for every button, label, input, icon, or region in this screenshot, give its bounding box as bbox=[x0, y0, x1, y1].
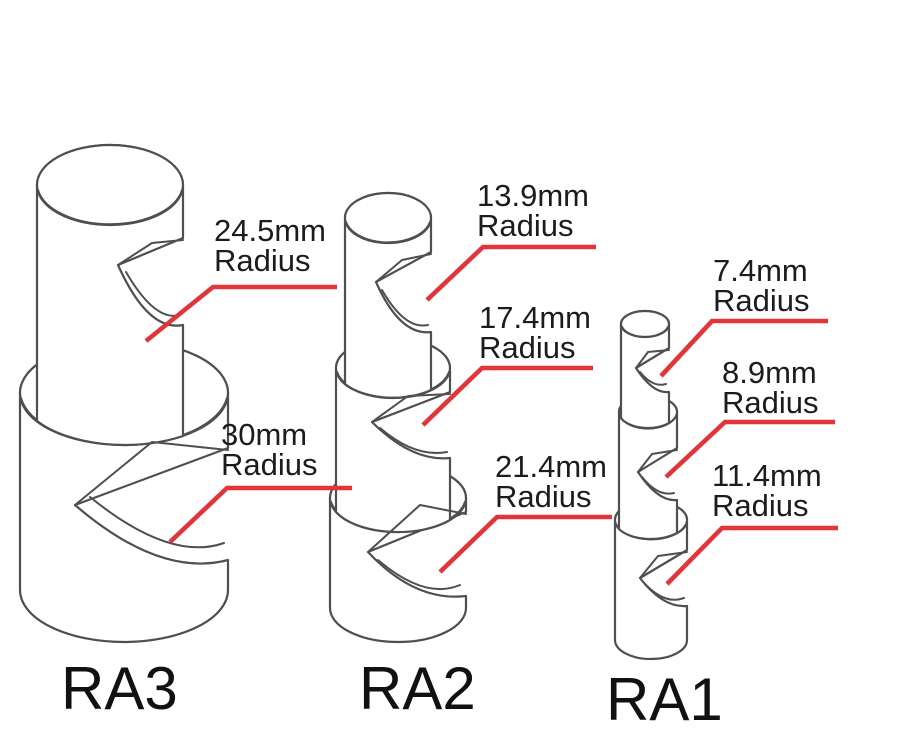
leader-24-5mm bbox=[144, 284, 337, 343]
radius-value: 7.4mm bbox=[713, 253, 808, 288]
ra3-top-notch-face bbox=[117, 239, 184, 266]
tool-label-ra2: RA2 bbox=[359, 655, 476, 722]
ra1-top-lip bbox=[621, 326, 669, 338]
radius-value: 30mm bbox=[221, 417, 308, 452]
leader-7-4mm bbox=[659, 318, 828, 378]
tool-label-ra3: RA3 bbox=[61, 655, 178, 722]
annotation-13-9mm: 13.9mm Radius bbox=[477, 178, 589, 243]
ra2-top-lip bbox=[345, 221, 431, 244]
radius-value: 13.9mm bbox=[477, 178, 589, 213]
leader-8-9mm bbox=[664, 419, 835, 479]
radius-label: Radius bbox=[713, 283, 810, 318]
radius-label: Radius bbox=[722, 385, 819, 420]
ra2-top-notch-groove bbox=[381, 289, 429, 327]
radius-label: Radius bbox=[479, 330, 576, 365]
ra1-top-notch-groove bbox=[639, 371, 667, 386]
annotation-17-4mm: 17.4mm Radius bbox=[479, 300, 591, 365]
ra1-top-notch-face bbox=[635, 349, 670, 369]
leader-11-4mm bbox=[665, 525, 838, 586]
annotation-21-4mm: 21.4mm Radius bbox=[495, 449, 607, 514]
radius-value: 21.4mm bbox=[495, 449, 607, 484]
ra1-middle-notch-groove bbox=[641, 476, 675, 495]
ra1-middle-notch-face bbox=[637, 449, 678, 473]
radius-label: Radius bbox=[477, 208, 574, 243]
ra1-bottom-notch-groove bbox=[644, 583, 685, 601]
radius-label: Radius bbox=[221, 447, 318, 482]
radius-label: Radius bbox=[712, 488, 809, 523]
ra2-bottom-notch-groove bbox=[377, 559, 461, 591]
leader-lines bbox=[144, 244, 838, 586]
ra1-drawing bbox=[613, 309, 689, 661]
leader-13-9mm bbox=[425, 244, 596, 302]
leader-21-4mm bbox=[438, 514, 612, 574]
radius-label: Radius bbox=[214, 243, 311, 278]
ra3-bottom-notch-groove bbox=[89, 496, 225, 549]
ra2-drawing bbox=[328, 191, 468, 644]
leader-30mm bbox=[168, 485, 352, 544]
radius-label: Radius bbox=[495, 479, 592, 514]
annotation-30mm: 30mm Radius bbox=[221, 417, 318, 482]
annotation-8-9mm: 8.9mm Radius bbox=[722, 355, 819, 420]
ra1-bottom-notch-face bbox=[639, 551, 688, 579]
tool-label-ra1: RA1 bbox=[606, 666, 723, 733]
ra2-bottom-notch-face bbox=[367, 504, 467, 553]
ra2-middle-notch-face bbox=[371, 393, 451, 423]
radius-value: 11.4mm bbox=[712, 458, 822, 493]
ra3-drawing bbox=[18, 143, 230, 644]
annotation-24-5mm: 24.5mm Radius bbox=[214, 213, 326, 278]
radius-value: 8.9mm bbox=[722, 355, 817, 390]
radius-value: 24.5mm bbox=[214, 213, 326, 248]
ra3-bottom-notch-face bbox=[74, 441, 229, 506]
ra2-middle-notch-groove bbox=[379, 427, 448, 454]
annotation-11-4mm: 11.4mm Radius bbox=[712, 458, 822, 523]
ra2-top-notch-face bbox=[375, 253, 432, 283]
leader-17-4mm bbox=[421, 365, 593, 427]
ra3-top-lip bbox=[37, 189, 183, 226]
radius-value: 17.4mm bbox=[479, 300, 591, 335]
annotation-7-4mm: 7.4mm Radius bbox=[713, 253, 810, 318]
